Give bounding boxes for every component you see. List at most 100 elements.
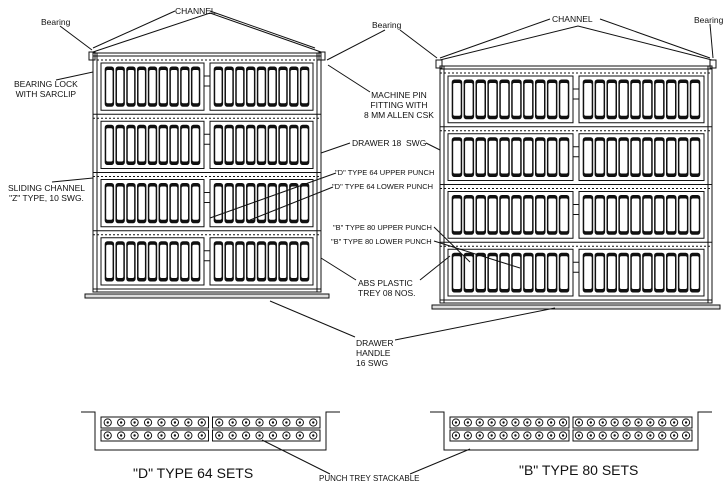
punch-top-view bbox=[487, 418, 496, 427]
tray-half bbox=[209, 179, 314, 228]
punch-top-view bbox=[268, 418, 278, 427]
punch-top-view bbox=[309, 418, 318, 427]
punch-body bbox=[160, 70, 167, 104]
drawer-latch bbox=[203, 75, 211, 87]
punch-center bbox=[478, 421, 481, 424]
punch-body bbox=[269, 186, 276, 220]
punch-body bbox=[116, 128, 124, 162]
punch-center bbox=[133, 434, 136, 437]
punch-body bbox=[465, 256, 473, 289]
punch-body bbox=[181, 186, 189, 220]
punch-body bbox=[608, 256, 616, 289]
sliding-channel-label: SLIDING CHANNEL "Z" TYPE, 10 SWG. bbox=[8, 183, 85, 203]
punch-body bbox=[548, 256, 556, 289]
punch-body bbox=[631, 256, 640, 289]
punch-center bbox=[244, 434, 248, 437]
punch-tray-b-type bbox=[430, 411, 712, 451]
bearing-label-center: Bearing bbox=[372, 20, 402, 30]
punch-body bbox=[258, 128, 265, 162]
punch-center bbox=[146, 421, 150, 424]
drawer-latch bbox=[572, 88, 580, 100]
leader-line bbox=[55, 71, 94, 81]
leader-line bbox=[709, 23, 714, 59]
punch-center bbox=[146, 434, 150, 437]
punch-top-view bbox=[463, 418, 472, 427]
punch-body bbox=[269, 70, 276, 104]
punch-body bbox=[127, 244, 135, 278]
tray-half bbox=[100, 179, 205, 228]
punch-body bbox=[536, 140, 544, 174]
leader-line bbox=[92, 10, 176, 49]
punch-body bbox=[643, 140, 652, 174]
punch-body bbox=[619, 140, 628, 174]
punch-body bbox=[631, 83, 640, 116]
channel-label-right: CHANNEL bbox=[552, 14, 593, 24]
punch-body bbox=[667, 83, 675, 116]
drawer-handle-label: DRAWER HANDLE 16 SWG bbox=[356, 338, 394, 368]
punch-center bbox=[218, 434, 221, 437]
punch-body bbox=[596, 140, 604, 174]
leader-line bbox=[399, 29, 438, 59]
drawer-latch bbox=[203, 133, 211, 145]
channel-label-left: CHANNEL bbox=[175, 6, 216, 16]
punch-body bbox=[160, 128, 167, 162]
punch-body bbox=[536, 256, 544, 289]
tray-half bbox=[100, 237, 205, 286]
punch-top-view bbox=[646, 418, 655, 427]
punch-body bbox=[247, 244, 254, 278]
drawer-latch bbox=[572, 261, 580, 273]
punch-body bbox=[691, 83, 699, 116]
punch-body bbox=[524, 83, 533, 116]
punch-body bbox=[560, 256, 568, 289]
punch-center bbox=[625, 421, 628, 424]
punch-body bbox=[655, 198, 664, 232]
punch-body bbox=[192, 186, 199, 220]
punch-body bbox=[236, 244, 244, 278]
punch-top-view bbox=[463, 431, 472, 440]
punch-body bbox=[236, 128, 244, 162]
punch-body bbox=[619, 256, 628, 289]
punch-body bbox=[465, 83, 473, 116]
punch-body bbox=[453, 198, 461, 232]
punch-body bbox=[236, 186, 244, 220]
punch-body bbox=[258, 70, 265, 104]
cabinet-d-type-64 bbox=[84, 12, 330, 299]
punch-center bbox=[649, 434, 652, 437]
punch-body bbox=[560, 140, 568, 174]
punch-top-view bbox=[499, 431, 508, 440]
punch-body bbox=[512, 83, 521, 116]
punch-body bbox=[301, 244, 308, 278]
punch-center bbox=[466, 434, 470, 437]
punch-center bbox=[200, 434, 203, 437]
punch-top-view bbox=[255, 431, 264, 440]
punch-center bbox=[589, 434, 593, 437]
punch-center bbox=[298, 434, 302, 437]
punch-top-view bbox=[511, 431, 520, 440]
drawer-latch bbox=[572, 146, 580, 158]
punch-center bbox=[549, 434, 553, 437]
b-lower-punch-label: "B" TYPE 80 LOWER PUNCH bbox=[331, 237, 432, 246]
punch-body bbox=[584, 198, 592, 232]
punch-body bbox=[290, 128, 298, 162]
punch-body bbox=[258, 244, 265, 278]
punch-top-view bbox=[670, 418, 679, 427]
punch-body bbox=[643, 198, 652, 232]
punch-body bbox=[608, 198, 616, 232]
punch-body bbox=[279, 244, 287, 278]
punch-body bbox=[290, 186, 298, 220]
punch-body bbox=[290, 70, 298, 104]
punch-center bbox=[637, 434, 640, 437]
punch-center bbox=[119, 434, 123, 437]
punch-body bbox=[138, 128, 145, 162]
punch-body bbox=[106, 186, 113, 220]
drawer-base-plate bbox=[84, 293, 330, 299]
punch-center bbox=[119, 421, 123, 424]
leader-line bbox=[419, 255, 451, 281]
punch-body bbox=[488, 198, 497, 232]
tray-compartment bbox=[572, 416, 693, 429]
punch-center bbox=[538, 434, 541, 437]
punch-body bbox=[215, 244, 222, 278]
punch-body bbox=[500, 83, 509, 116]
punch-top-view bbox=[558, 418, 568, 427]
